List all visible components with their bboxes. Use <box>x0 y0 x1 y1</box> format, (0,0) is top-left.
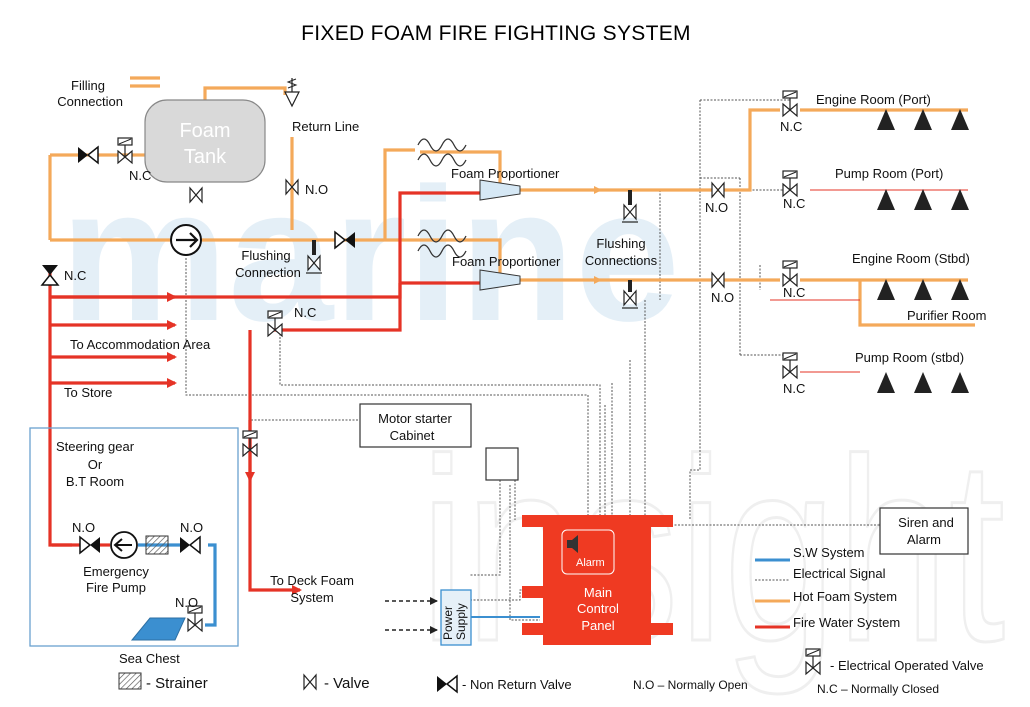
diagram-title: FIXED FOAM FIRE FIGHTING SYSTEM <box>301 22 691 45</box>
foam-tank <box>144 99 266 183</box>
siren-alarm-box <box>879 507 969 555</box>
junction-box <box>485 447 519 481</box>
foam-pump <box>170 224 202 256</box>
power-supply-box <box>440 589 472 646</box>
legend-valve-icon <box>303 674 317 690</box>
to-accommodation-label: To Accommodation Area <box>70 337 211 352</box>
legend-nc-label: N.C – Normally Closed <box>817 682 939 696</box>
nc-label-fire: N.C <box>294 305 316 320</box>
main-valve-stbd <box>711 272 725 288</box>
steering-gear-room-box <box>29 427 239 647</box>
nc-label-1: N.C <box>129 168 151 183</box>
legend-foam-label: Hot Foam System <box>793 589 897 604</box>
em-suction-non-return-valve <box>179 536 201 554</box>
pump-room-port-label: Pump Room (Port) <box>835 166 943 181</box>
foam-proportioner-1 <box>417 138 521 201</box>
nc-label-pr-port: N.C <box>783 196 805 211</box>
fire-water-pipes <box>48 191 485 595</box>
alarm-label: Alarm <box>576 557 605 569</box>
foam-proportioner-2 <box>417 229 521 291</box>
legend-no-label: N.O – Normally Open <box>633 678 748 692</box>
engine-room-port-label: Engine Room (Port) <box>816 92 931 107</box>
sw-system-pipes <box>138 543 217 627</box>
engine-room-port-valve <box>782 90 798 117</box>
no-label-seachest: N.O <box>175 595 198 610</box>
sea-chest <box>130 617 186 641</box>
red-branch-lines <box>770 189 968 301</box>
to-store-label: To Store <box>64 385 112 400</box>
legend-strainer-icon <box>118 672 142 690</box>
main-valve-port <box>711 182 725 198</box>
legend-nrv-label: - Non Return Valve <box>462 677 572 692</box>
legend-electrical-label: Electrical Signal <box>793 566 886 581</box>
legend-sw-label: S.W System <box>793 545 865 560</box>
foam-proportioner-2-label: Foam Proportioner <box>452 254 561 269</box>
electrical-signal-lines <box>185 99 880 621</box>
no-label-em1: N.O <box>72 520 95 535</box>
no-label-em2: N.O <box>180 520 203 535</box>
engine-room-stbd-valve <box>782 260 798 287</box>
engine-room-stbd-label: Engine Room (Stbd) <box>852 251 970 266</box>
relief-valve <box>284 78 300 108</box>
legend-fire-label: Fire Water System <box>793 615 900 630</box>
emergency-fire-pump <box>110 531 138 559</box>
main-control-panel <box>522 515 673 645</box>
return-line-label: Return Line <box>292 119 359 134</box>
purifier-room-label: Purifier Room <box>907 308 986 323</box>
nc-label-er-port: N.C <box>780 119 802 134</box>
foam-proportioner-1-label: Foam Proportioner <box>451 166 560 181</box>
pump-room-stbd-valve <box>782 352 798 379</box>
no-label-return: N.O <box>305 182 328 197</box>
emergency-pump-non-return-valve <box>79 536 101 554</box>
pump-room-stbd-label: Pump Room (stbd) <box>855 350 964 365</box>
sea-chest-label: Sea Chest <box>119 651 180 666</box>
nc-label-2: N.C <box>64 268 86 283</box>
left-drain-non-return-valve <box>41 264 59 286</box>
no-label-port: N.O <box>705 200 728 215</box>
no-label-stbd: N.O <box>711 290 734 305</box>
pump-room-port-valve <box>782 170 798 197</box>
legend-electrical-valve-label: - Electrical Operated Valve <box>830 658 984 673</box>
power-supply-label: PowerSupply <box>441 603 468 640</box>
legend-valve-label: - Valve <box>324 675 370 692</box>
motor-starter-cabinet <box>359 403 472 448</box>
legend-strainer-label: - Strainer <box>146 675 208 692</box>
strainer <box>145 535 169 555</box>
nc-label-pr-stbd: N.C <box>783 381 805 396</box>
nc-label-er-stbd: N.C <box>783 285 805 300</box>
